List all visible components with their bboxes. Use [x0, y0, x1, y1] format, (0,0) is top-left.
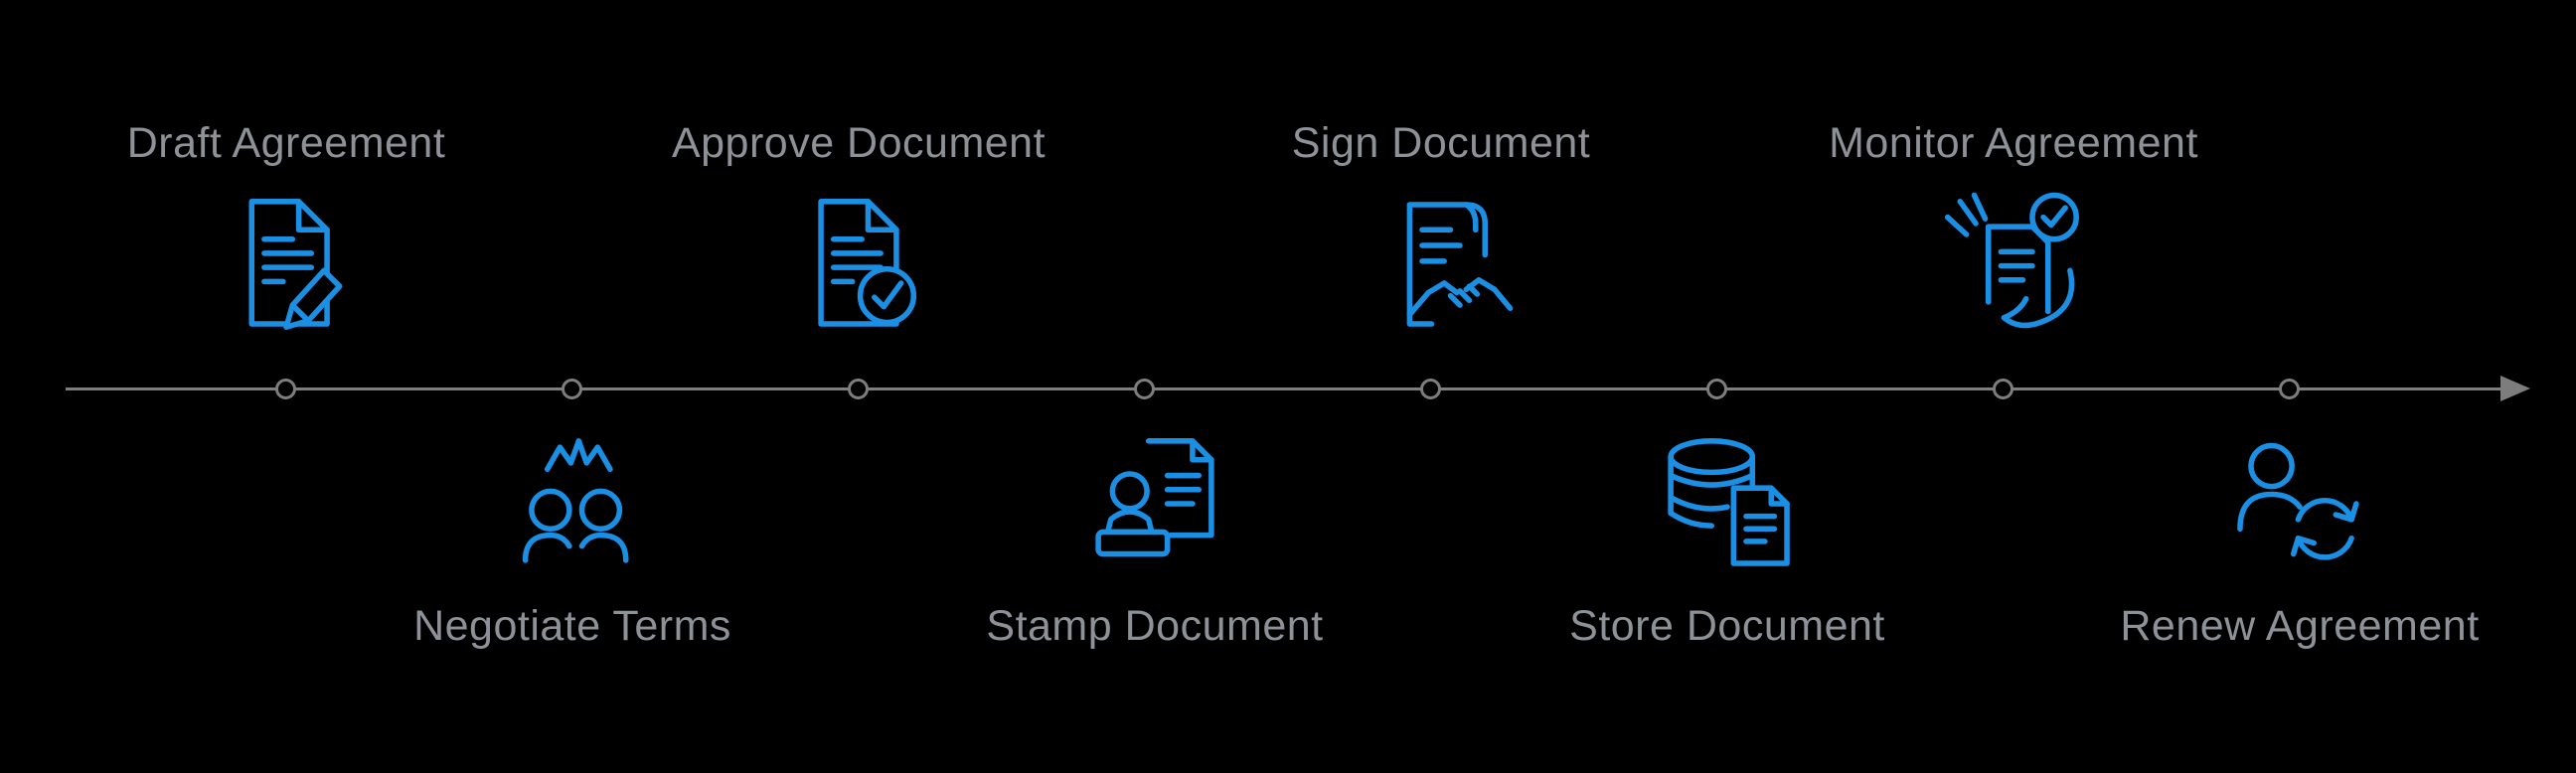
step-label: Sign Document [1291, 119, 1591, 167]
negotiation-people-icon [494, 425, 651, 582]
timeline-node [562, 379, 582, 399]
hands-document-check-icon [1935, 186, 2092, 343]
step-stamp-document: Stamp Document [986, 425, 1324, 651]
step-label: Monitor Agreement [1829, 119, 2198, 167]
step-approve-document: Approve Document [672, 119, 1046, 343]
timeline-node [1420, 379, 1441, 399]
document-pencil-icon [208, 186, 365, 343]
step-label: Renew Agreement [2120, 602, 2480, 650]
step-store-document: Store Document [1558, 425, 1896, 651]
step-monitor-agreement: Monitor Agreement [1829, 119, 2197, 343]
step-label: Approve Document [671, 119, 1046, 167]
step-draft-agreement: Draft Agreement [117, 119, 455, 343]
step-renew-agreement: Renew Agreement [2120, 425, 2479, 651]
step-negotiate-terms: Negotiate Terms [403, 425, 741, 651]
document-check-icon [780, 186, 937, 343]
timeline-node [1993, 379, 2013, 399]
step-label: Draft Agreement [126, 119, 446, 167]
step-label: Store Document [1569, 602, 1885, 650]
step-sign-document: Sign Document [1272, 119, 1610, 343]
timeline-node [848, 379, 869, 399]
stamp-document-icon [1076, 425, 1233, 582]
timeline-arrow-icon [2500, 376, 2530, 401]
timeline-node [275, 379, 296, 399]
timeline-node [1134, 379, 1155, 399]
timeline-node [1706, 379, 1727, 399]
database-document-icon [1649, 425, 1806, 582]
document-handshake-icon [1363, 186, 1520, 343]
timeline-node [2279, 379, 2300, 399]
timeline-line [66, 387, 2508, 390]
step-label: Stamp Document [986, 602, 1324, 650]
step-label: Negotiate Terms [413, 602, 731, 650]
person-refresh-icon [2221, 425, 2378, 582]
